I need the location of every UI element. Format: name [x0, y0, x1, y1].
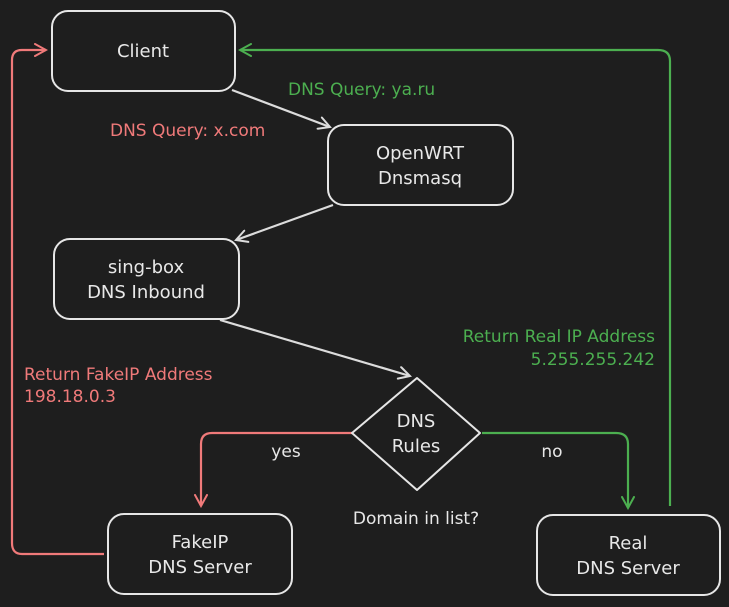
edge-real-to-client — [240, 50, 672, 506]
edge-fakeip-to-client — [10, 50, 104, 556]
label-return-real-line1: Return Real IP Address — [463, 327, 655, 347]
node-real: Real DNS Server — [536, 514, 721, 596]
label-domain-in-list: Domain in list? — [353, 509, 479, 529]
node-openwrt-line1: OpenWRT — [376, 143, 465, 164]
node-client: Client — [51, 10, 236, 92]
node-client-label: Client — [117, 41, 169, 62]
node-openwrt-line2: Dnsmasq — [378, 168, 462, 189]
node-openwrt: OpenWRT Dnsmasq — [327, 124, 514, 206]
edge-rules-to-fakeip — [201, 431, 352, 506]
node-fakeip-line1: FakeIP — [172, 532, 229, 553]
node-dns-rules-line1: DNS — [397, 411, 436, 432]
node-fakeip-line2: DNS Server — [148, 557, 252, 578]
node-singbox-line1: sing-box — [108, 257, 185, 278]
node-real-line1: Real — [609, 533, 648, 554]
node-dns-rules: DNS Rules — [351, 377, 481, 491]
node-real-line2: DNS Server — [576, 558, 680, 579]
edge-singbox-to-rules — [219, 318, 410, 376]
label-return-fake-line1: Return FakeIP Address — [24, 365, 213, 385]
label-return-fake-line2: 198.18.0.3 — [24, 387, 116, 407]
edge-client-to-openwrt — [231, 88, 330, 127]
node-dns-rules-line2: Rules — [392, 436, 441, 457]
label-no: no — [541, 442, 562, 462]
node-fakeip: FakeIP DNS Server — [107, 513, 293, 595]
label-return-real-line2: 5.255.255.242 — [531, 350, 655, 370]
node-singbox-line2: DNS Inbound — [87, 282, 205, 303]
node-singbox: sing-box DNS Inbound — [53, 238, 240, 320]
edge-openwrt-to-singbox — [236, 203, 334, 240]
label-dns-query-ya: DNS Query: ya.ru — [288, 80, 435, 100]
edge-rules-to-real — [482, 431, 628, 508]
label-yes: yes — [271, 442, 301, 462]
label-dns-query-x: DNS Query: x.com — [110, 121, 265, 141]
